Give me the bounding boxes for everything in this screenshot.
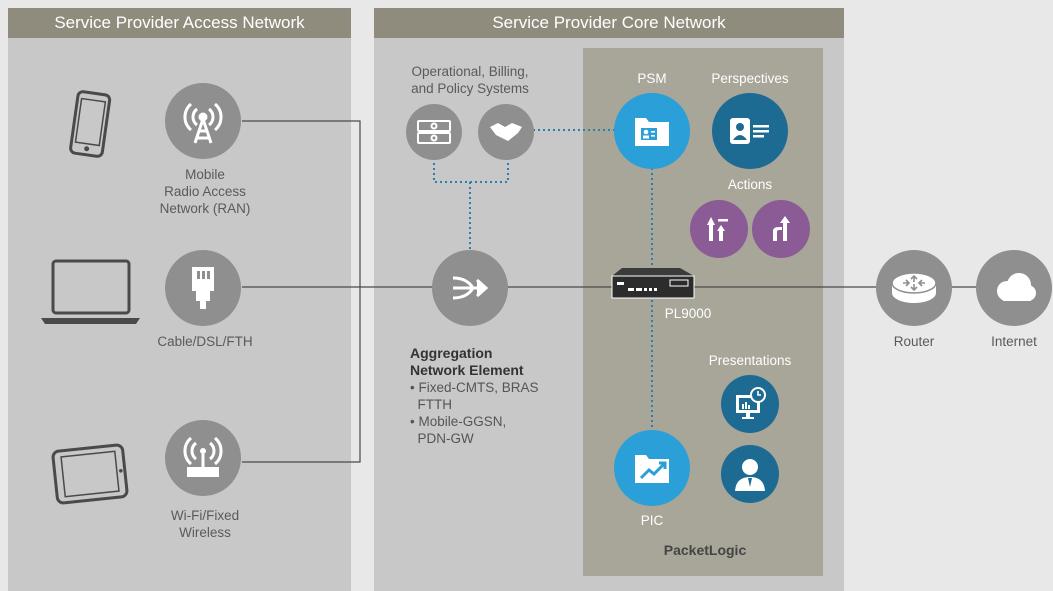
aggregation-title: Aggregation Network Element <box>410 345 524 378</box>
internet-label: Internet <box>991 334 1037 349</box>
aggregation-item-fixed: • Fixed-CMTS, BRAS FTTH <box>410 380 539 412</box>
psm-icon[interactable] <box>614 93 690 169</box>
packetlogic-name: PacketLogic <box>663 542 747 558</box>
money-icon <box>406 104 462 160</box>
aggregation-item-mobile: • Mobile-GGSN, PDN-GW <box>410 414 507 446</box>
actions-label: Actions <box>727 177 773 192</box>
cable-dsl-label: Cable/DSL/FTH <box>157 334 253 349</box>
ethernet-plug-icon <box>165 250 241 326</box>
smartphone-icon <box>60 90 120 165</box>
tablet-icon <box>45 440 135 513</box>
pic-icon[interactable] <box>614 430 690 506</box>
pic-label: PIC <box>640 513 664 528</box>
ops-systems-label: Operational, Billing, and Policy Systems <box>411 64 529 96</box>
aggregation-element-icon <box>432 250 508 326</box>
pl9000-label: PL9000 <box>664 306 712 321</box>
mobile-ran-label: Mobile Radio Access Network (RAN) <box>159 167 251 216</box>
wifi-router-icon <box>165 420 241 496</box>
cloud-icon <box>976 250 1052 326</box>
handshake-icon <box>478 104 534 160</box>
perspectives-label: Perspectives <box>711 71 789 86</box>
action-route-icon[interactable] <box>752 200 810 258</box>
perspectives-icon[interactable] <box>712 93 788 169</box>
access-network-title: Service Provider Access Network <box>8 8 351 38</box>
psm-label: PSM <box>637 71 667 86</box>
presentations-user-icon[interactable] <box>721 445 779 503</box>
laptop-icon <box>38 255 143 335</box>
radio-tower-icon <box>165 83 241 159</box>
router-label: Router <box>893 334 935 349</box>
aggregation-description: Aggregation Network Element • Fixed-CMTS… <box>410 345 580 447</box>
router-icon <box>876 250 952 326</box>
presentations-dashboard-icon[interactable] <box>721 375 779 433</box>
core-network-title: Service Provider Core Network <box>374 8 844 38</box>
action-prioritize-icon[interactable] <box>690 200 748 258</box>
wifi-fixed-wireless-label: Wi-Fi/Fixed Wireless <box>170 508 240 540</box>
presentations-label: Presentations <box>708 353 792 368</box>
pl9000-device-icon <box>610 266 696 305</box>
